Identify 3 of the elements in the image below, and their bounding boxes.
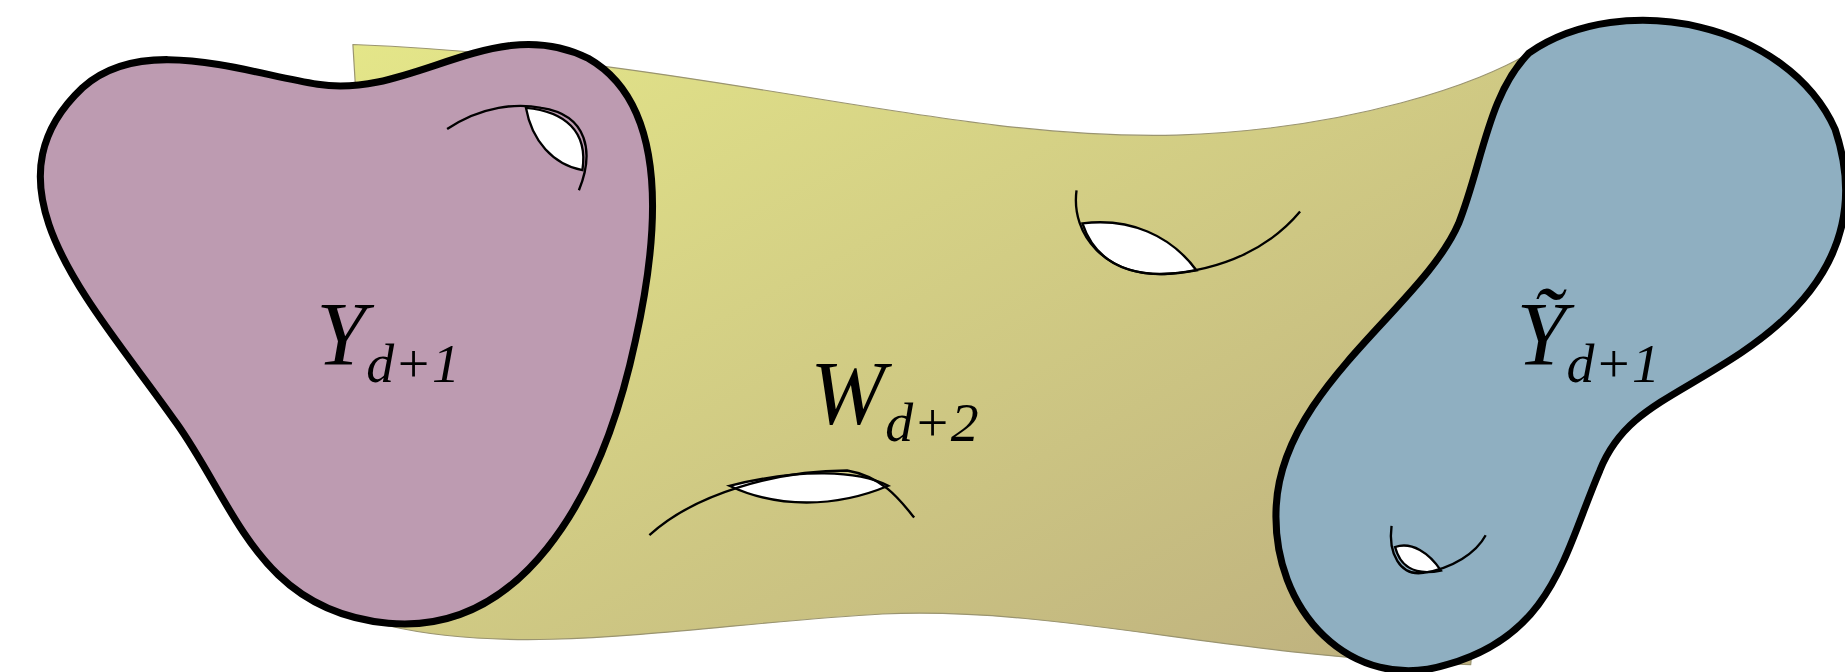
region-label: W$_{d+2}$: [810, 349, 979, 451]
region-label: Ỹ$_{d+1}$: [1516, 290, 1660, 392]
region-label: Y$_{d+1}$: [316, 290, 460, 392]
